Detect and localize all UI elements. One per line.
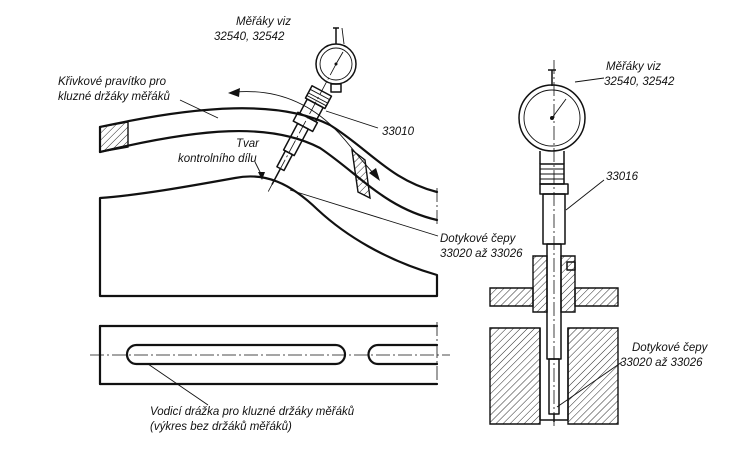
gauge-holder-33016: [539, 60, 569, 428]
part-profile: [98, 175, 439, 298]
slot-plate: [90, 322, 450, 388]
workpiece-plate: [489, 287, 619, 307]
gauge-holder-33010: [267, 62, 338, 192]
label-holder-33010: 33010: [382, 126, 415, 138]
bushing: [532, 255, 576, 313]
dial-gauge-left: [315, 27, 357, 93]
ruler-section-left: [99, 121, 129, 153]
dial-gauge-right: [518, 69, 586, 164]
label-ruler: Křivkové pravítko pro kluzné držáky měřá…: [58, 76, 170, 103]
guide-slot: [125, 343, 347, 366]
label-holder-33016: 33016: [606, 171, 639, 183]
ruler-section-right: [351, 148, 371, 200]
label-gauge-right: Měřáky viz 32540, 32542: [604, 61, 675, 88]
motion-arrow: [228, 88, 380, 181]
label-part-shape: Tvar kontrolního dílu: [178, 138, 262, 165]
curve-ruler: [98, 107, 439, 224]
label-pins-left: Dotykové čepy 33020 až 33026: [440, 233, 523, 260]
guide-slot-end: [367, 343, 439, 366]
label-pins-right: Dotykové čepy 33020 až 33026: [620, 342, 711, 369]
workpiece-bore: [489, 327, 619, 425]
label-guide-slot: Vodicí drážka pro kluzné držáky měřáků (…: [150, 406, 357, 433]
label-gauge-top-left: Měřáky viz 32540, 32542: [214, 16, 294, 43]
